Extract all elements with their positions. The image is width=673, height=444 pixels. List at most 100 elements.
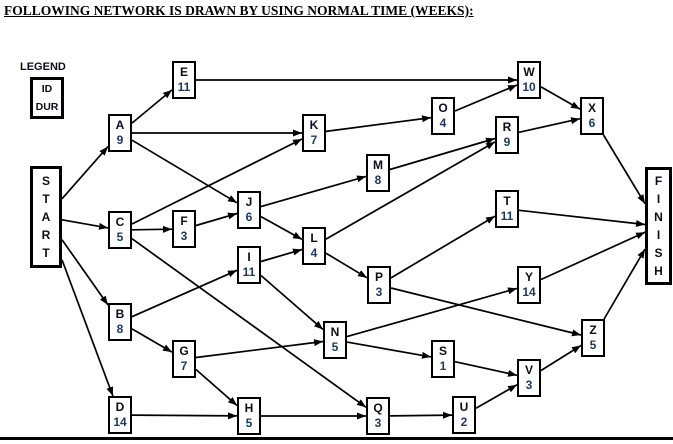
terminal-letter: T (42, 246, 50, 260)
edge-c-f (131, 225, 173, 233)
terminal-letter: I (656, 228, 661, 242)
terminal-letter: S (41, 174, 50, 188)
terminal-letter: S (654, 246, 663, 260)
legend-box: ID DUR (30, 77, 64, 119)
edge-g-n (195, 339, 324, 359)
edge-c-q (131, 238, 367, 408)
edge-w-x (540, 86, 581, 110)
edge-u-v (475, 384, 518, 409)
node-id-label: L (310, 231, 318, 245)
node-duration-label: 6 (245, 210, 253, 224)
node-duration-label: 7 (180, 359, 188, 373)
node-duration-label: 11 (242, 265, 256, 279)
node-id-label: X (587, 101, 596, 115)
node-duration-label: 4 (439, 116, 447, 130)
edge-y-finish (540, 231, 646, 281)
node-duration-label: 11 (500, 209, 514, 223)
edge-i-n (260, 274, 324, 331)
edge-g-h (195, 368, 238, 407)
edge-a-e (131, 89, 173, 124)
node-id-label: M (373, 158, 383, 172)
node-duration-label: 5 (331, 340, 339, 354)
node-id-label: G (179, 344, 189, 358)
node-id-label: T (503, 194, 511, 208)
edge-k-o (325, 115, 432, 133)
edge-start-c (61, 218, 109, 230)
node-id-label: Y (524, 270, 533, 284)
legend-dur-label: DUR (35, 101, 59, 113)
node-id-label: U (459, 400, 469, 414)
edge-start-a (61, 146, 109, 200)
edge-a-j (131, 139, 238, 204)
legend-id-label: ID (41, 83, 53, 95)
edge-r-x (518, 117, 581, 134)
edge-b-g (131, 328, 173, 353)
node-id-label: D (115, 400, 125, 414)
node-duration-label: 8 (374, 173, 382, 187)
node-duration-label: 5 (245, 416, 253, 430)
node-id-label: R (502, 120, 512, 134)
node-duration-label: 3 (374, 416, 382, 430)
edge-m-r (389, 137, 496, 171)
node-duration-label: 5 (589, 338, 597, 352)
edge-b-i (131, 269, 238, 318)
node-duration-label: 6 (588, 116, 596, 130)
edge-s-v (454, 360, 518, 377)
node-id-label: J (245, 195, 253, 209)
terminal-letter: T (42, 192, 50, 206)
edge-l-p (325, 252, 368, 279)
node-duration-label: 9 (116, 133, 124, 147)
node-id-label: E (179, 65, 188, 79)
node-id-label: B (115, 307, 125, 321)
page-title: FOLLOWING NETWORK IS DRAWN BY USING NORM… (4, 3, 474, 18)
node-id-label: A (115, 118, 125, 132)
node-duration-label: 10 (522, 80, 536, 94)
node-id-label: P (374, 270, 383, 284)
node-id-label: Q (373, 401, 383, 415)
edge-x-finish (602, 134, 646, 205)
node-id-label: H (244, 401, 254, 415)
edge-j-m (260, 175, 367, 208)
node-duration-label: 2 (460, 415, 468, 429)
edge-t-finish (518, 209, 646, 227)
edge-l-r (325, 141, 496, 240)
legend-label: LEGEND (20, 61, 66, 73)
node-id-label: O (438, 101, 448, 115)
edge-v-z (540, 344, 582, 372)
node-duration-label: 7 (310, 133, 318, 147)
node-id-label: W (523, 65, 535, 79)
node-id-label: C (115, 215, 125, 229)
terminal-letter: R (41, 228, 51, 242)
edge-start-b (61, 239, 109, 306)
edge-o-w (454, 84, 518, 112)
edge-n-y (346, 287, 518, 338)
node-duration-label: 14 (522, 285, 536, 299)
node-duration-label: 14 (113, 415, 127, 429)
terminal-letter: A (41, 210, 51, 224)
edge-q-u (389, 411, 453, 419)
node-duration-label: 1 (439, 359, 447, 373)
terminal-letter: N (654, 210, 663, 224)
